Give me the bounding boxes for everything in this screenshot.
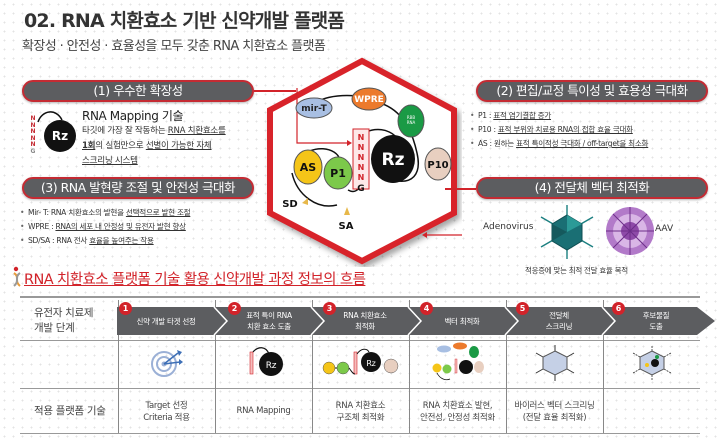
- section2-pill: (2) 편집/교정 특이성 및 효용성 극대화: [476, 80, 708, 102]
- svg-text:N: N: [358, 163, 365, 172]
- step-badge: 6: [612, 302, 625, 315]
- svg-text:WPRE: WPRE: [354, 95, 384, 105]
- bullet-wpre: WPRE : RNA의 세포 내 안정성 및 유전자 발현 향상: [20, 220, 190, 234]
- step2-icon-cell: Rz: [215, 339, 313, 388]
- step4-tech: RNA 치환효소 발현,안전성, 안정성 최적화: [409, 387, 507, 434]
- process-arrow-band: [117, 307, 715, 335]
- page-title: 02. RNA 치환효소 기반 신약개발 플랫폼: [24, 10, 345, 32]
- section4-caption: 적응증에 맞는 최적 전달 효율 목적: [525, 266, 628, 275]
- svg-text:P10: P10: [427, 160, 448, 171]
- svg-text:G: G: [357, 184, 364, 194]
- svg-text:Rz: Rz: [265, 361, 276, 371]
- step6-icon-cell: [603, 339, 700, 388]
- target-icon: [150, 349, 183, 377]
- aav-label: AAV: [655, 224, 674, 234]
- svg-text:SD: SD: [282, 199, 298, 210]
- svg-text:N: N: [358, 143, 365, 152]
- svg-text:AS: AS: [300, 161, 317, 174]
- table-row: Rz Rz: [20, 339, 700, 388]
- section1-heading: RNA Mapping 기술: [82, 109, 184, 123]
- svg-text:mir-T: mir-T: [301, 104, 327, 114]
- svg-text:N: N: [358, 133, 365, 142]
- svg-text:SA: SA: [339, 221, 354, 232]
- hexagon-vector-icon: [535, 344, 574, 381]
- svg-text:Rz: Rz: [366, 359, 375, 368]
- bullet-sdsa: SD/SA : RNA 전사 효율을 높여주는 작용: [20, 234, 190, 248]
- adenovirus-label: Adenovirus: [483, 222, 534, 232]
- step-badge: 4: [420, 302, 433, 315]
- svg-text:RNA: RNA: [407, 120, 416, 125]
- construct-hexagon-diagram: mir-T WPRE RBB RNA P10 Rz N N N N N G AS…: [267, 57, 462, 265]
- step-badge: 1: [119, 302, 132, 315]
- connector-line: [254, 90, 296, 92]
- construct-icon: Rz: [322, 348, 398, 374]
- table-top-rule: [20, 296, 700, 298]
- step3-icon-cell: Rz: [312, 339, 410, 388]
- step-badge: 5: [516, 302, 529, 315]
- step5-icon-cell: [506, 339, 604, 388]
- bullet-p1: P1 : 표적 염기결합 증가: [470, 109, 648, 123]
- step1-icon-cell: [118, 339, 216, 388]
- step6-tech: [603, 387, 700, 434]
- svg-text:P1: P1: [330, 167, 346, 180]
- loaded-vector-icon: [632, 344, 671, 381]
- aav-icon: [606, 207, 654, 255]
- flow-section-title: RNA 치환효소 플랫폼 기술 활용 신약개발 과정 정보의 흐름: [24, 272, 366, 288]
- step2-tech: RNA Mapping: [215, 387, 313, 434]
- svg-text:N: N: [358, 173, 365, 182]
- svg-text:RBB: RBB: [407, 115, 416, 120]
- row-header-tech: 적용 플랫폼 기술: [20, 387, 119, 434]
- step1-label: 신약 개발 타겟 선정: [136, 317, 196, 326]
- step4-icon-cell: [409, 339, 507, 388]
- section3-pill: (3) RNA 발현량 조절 및 안전성 극대화: [22, 177, 254, 199]
- svg-text:N: N: [358, 153, 365, 162]
- section1-body: 타깃에 가장 잘 작동하는 RNA 치환효소를 1회의 실험만으로 선별이 가능…: [82, 126, 226, 166]
- rz-icon: Rz: [44, 120, 76, 152]
- bullet-p10: P10 : 표적 부위와 치료용 RNA의 접합 효율 극대화: [470, 123, 648, 137]
- rz-mapping-icon: Rz: [249, 346, 283, 376]
- step5-tech: 바이러스 벡터 스크리닝(전달 효율 최적화): [506, 387, 604, 434]
- dna-helix-icon: [13, 266, 21, 287]
- connector-line: [445, 188, 476, 190]
- step-badge: 2: [228, 302, 241, 315]
- bullet-mirt: Mir- T: RNA 치환효소의 발현을 선택적으로 발현 조절: [20, 206, 191, 220]
- section2-bullets: P1 : 표적 염기결합 증가 P10 : 표적 부위와 치료용 RNA의 접합…: [470, 109, 649, 151]
- step-badge: 3: [323, 302, 336, 315]
- section4-pill: (4) 전달체 벡터 최적화: [476, 177, 708, 199]
- adenovirus-icon: [540, 205, 594, 259]
- page-subtitle: 확장성 · 안전성 · 효율성을 모두 갖춘 RNA 치환효소 플랫폼: [22, 39, 326, 54]
- step4-label: 벡터 최적화: [444, 317, 480, 326]
- section3-bullets: Mir- T: RNA 치환효소의 발현을 선택적으로 발현 조절 WPRE :…: [20, 206, 191, 248]
- section1-pill: (1) 우수한 확장성: [22, 80, 254, 102]
- bullet-as: AS : 원하는 표적 특이적성 극대화 / off-target을 최소화: [470, 137, 649, 151]
- svg-text:Rz: Rz: [382, 150, 405, 170]
- full-construct-icon: [432, 342, 484, 380]
